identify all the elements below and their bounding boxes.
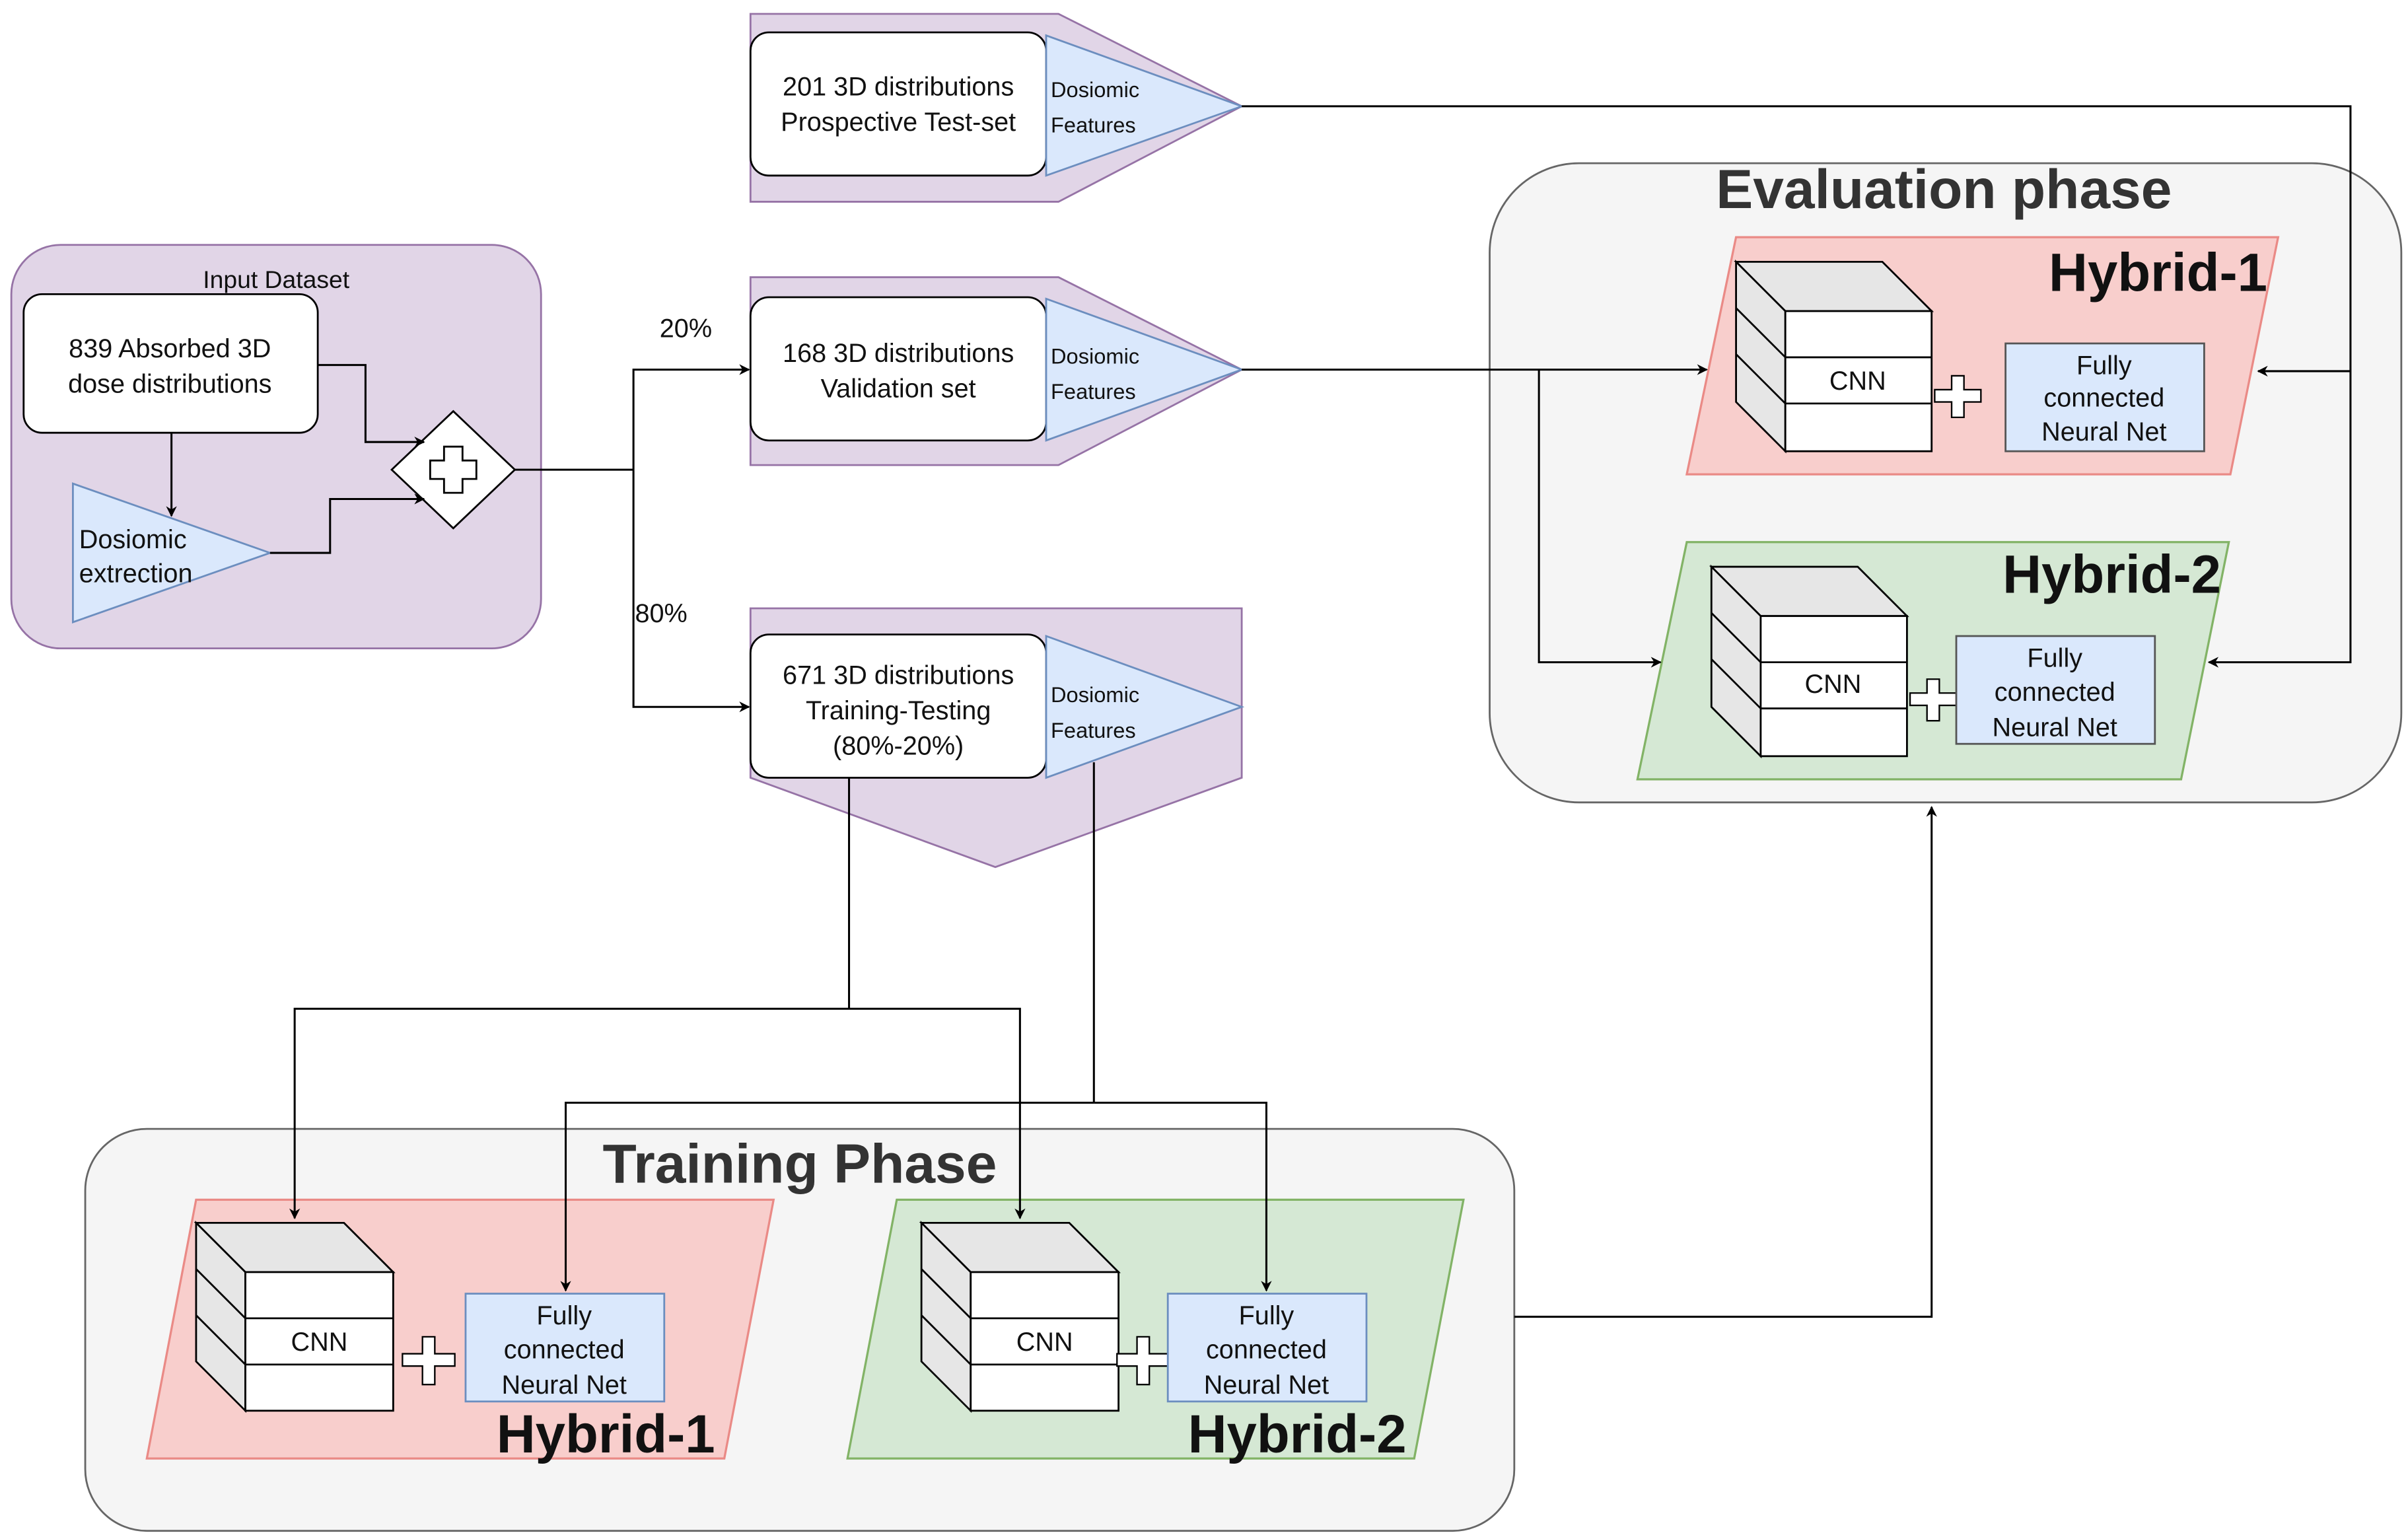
train-hybrid1-cnn-block [194, 1220, 396, 1413]
eval-hybrid1-fc-line3: Neural Net [2041, 417, 2166, 447]
training-set-features-line2: Features [1051, 718, 1136, 742]
train-hybrid2-cnn-block [919, 1220, 1121, 1413]
test-set-group: 201 3D distributions Prospective Test-se… [749, 13, 1245, 203]
eval-hybrid2-plus-icon [1909, 678, 1958, 722]
test-set-features-triangle [1045, 34, 1245, 177]
connector-validation-to-eval-hybrid2 [1538, 369, 1662, 668]
test-set-features-line2: Features [1051, 113, 1136, 137]
validation-split-label: 20% [660, 314, 712, 343]
plus-icon [429, 445, 478, 494]
train-hybrid2-label: Hybrid-2 [1188, 1404, 1407, 1464]
input-dataset-title: Input Dataset [203, 266, 349, 293]
train-hybrid1-fc-box [464, 1293, 666, 1403]
connector-test-to-evaluation [1242, 105, 2352, 668]
eval-hybrid2-fc-box [1955, 635, 2156, 745]
connector-training-to-hybrid1-cnn [289, 1007, 849, 1219]
dosiomic-extraction-line2: extrection [79, 559, 193, 588]
train-hybrid2-fc-line2: connected [1206, 1336, 1327, 1365]
validation-set-group: 168 3D distributions Validation set Dosi… [749, 276, 1245, 466]
eval-hybrid1-label: Hybrid-1 [2049, 243, 2267, 303]
connector-training-to-evaluation [1514, 806, 1937, 1318]
validation-set-box [749, 296, 1047, 442]
training-phase-group: Training Phase CNN Fully connected Neura… [84, 1127, 1516, 1532]
eval-hybrid2-cnn-label: CNN [1805, 670, 1862, 699]
eval-hybrid1-cnn-block [1734, 260, 1934, 454]
training-phase-title: Training Phase [602, 1133, 997, 1195]
training-set-line1: 671 3D distributions [783, 661, 1014, 690]
dose-distributions-line2: dose distributions [68, 370, 271, 399]
train-hybrid2-fc-line1: Fully [1239, 1301, 1294, 1330]
input-dataset-group: Input Dataset 839 Absorbed 3D dose distr… [10, 244, 542, 650]
connectors [166, 105, 2352, 1318]
validation-set-line2: Validation set [821, 375, 976, 404]
eval-hybrid2-fc-line3: Neural Net [1993, 713, 2117, 742]
train-hybrid1-plus-icon [402, 1336, 456, 1386]
evaluation-phase-group: Evaluation phase Hybrid-1 CNN Fully conn… [1489, 158, 2403, 804]
connector-split-to-validation [632, 364, 750, 470]
test-set-box [749, 31, 1047, 177]
training-set-group: 671 3D distributions Training-Testing (8… [749, 607, 1245, 869]
validation-set-line1: 168 3D distributions [783, 339, 1014, 368]
eval-hybrid1-cnn-label: CNN [1829, 367, 1886, 396]
train-hybrid1-fc-line2: connected [504, 1336, 625, 1365]
eval-hybrid2-label: Hybrid-2 [2002, 545, 2221, 605]
train-hybrid1-cnn-label: CNN [291, 1328, 348, 1357]
training-set-line2: Training-Testing [806, 696, 991, 725]
train-hybrid1-label: Hybrid-1 [497, 1404, 715, 1464]
training-split-label: 80% [635, 599, 687, 628]
train-hybrid2-cnn-label: CNN [1016, 1328, 1073, 1357]
test-set-line1: 201 3D distributions [783, 73, 1014, 102]
eval-hybrid2: Hybrid-2 CNN Fully connected Neural Net [1636, 541, 2230, 781]
dosiomic-extraction-triangle [71, 482, 273, 624]
test-set-features-line1: Dosiomic [1051, 77, 1139, 102]
train-hybrid1-fc-line3: Neural Net [501, 1371, 626, 1400]
connector-training-to-hybrid2-cnn [849, 1007, 1026, 1219]
train-hybrid1: CNN Fully connected Neural Net Hybrid-1 [145, 1198, 775, 1464]
train-hybrid2-fc-box [1166, 1293, 1368, 1403]
training-set-features-line1: Dosiomic [1051, 682, 1139, 707]
connector-extraction-to-merge [269, 493, 425, 554]
connector-dose-to-merge [318, 364, 425, 448]
connector-features-to-hybrid2-fc [1094, 1101, 1272, 1292]
train-hybrid1-fc-line1: Fully [536, 1301, 592, 1330]
test-set-line2: Prospective Test-set [781, 108, 1016, 137]
eval-hybrid1-fc-line2: connected [2043, 384, 2164, 413]
eval-hybrid2-fc-line1: Fully [2027, 644, 2082, 673]
validation-set-features-triangle [1045, 297, 1245, 442]
training-set-features-triangle [1045, 634, 1245, 779]
train-hybrid2-fc-line3: Neural Net [1204, 1371, 1329, 1400]
connector-split-to-training [632, 470, 750, 713]
validation-set-features-line2: Features [1051, 379, 1136, 404]
eval-hybrid1-plus-icon [1934, 375, 1982, 419]
eval-hybrid2-cnn-block [1709, 564, 1909, 759]
dosiomic-extraction-line1: Dosiomic [79, 525, 187, 554]
dose-distributions-box [22, 293, 319, 434]
connector-features-to-hybrid1-fc [560, 1101, 1094, 1292]
eval-hybrid1-fc-box [2004, 342, 2205, 452]
eval-hybrid1: Hybrid-1 CNN Fully connected Neural Net [1685, 236, 2280, 476]
dose-distributions-line1: 839 Absorbed 3D [69, 334, 271, 363]
train-hybrid2: CNN Fully connected Neural Net Hybrid-2 [846, 1198, 1465, 1464]
train-hybrid2-plus-icon [1116, 1336, 1170, 1386]
training-set-line3: (80%-20%) [833, 732, 964, 761]
validation-set-features-line1: Dosiomic [1051, 343, 1139, 368]
evaluation-phase-title: Evaluation phase [1716, 158, 2172, 220]
eval-hybrid2-fc-line2: connected [1995, 678, 2115, 707]
eval-hybrid1-fc-line1: Fully [2076, 351, 2132, 380]
